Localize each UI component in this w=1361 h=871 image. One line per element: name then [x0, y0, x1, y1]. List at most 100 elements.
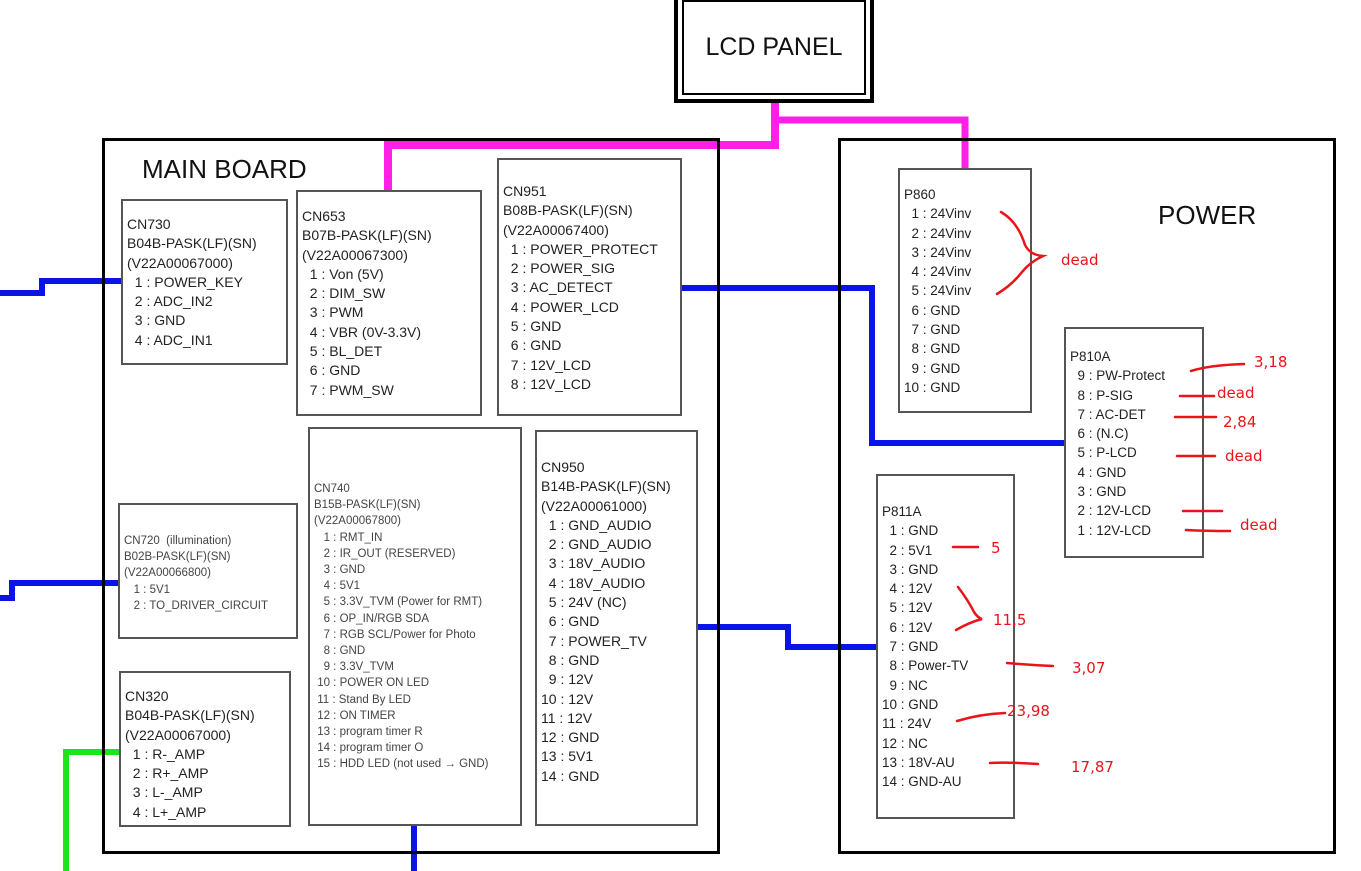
pin-row: 3 : AC_DETECT: [503, 279, 613, 296]
pin-row: 12 : GND: [541, 729, 600, 746]
connector-part-number: (V22A00067300): [302, 246, 408, 263]
pin-row: 1 : RMT_IN: [314, 531, 383, 544]
pin-row: 8 : GND: [904, 341, 961, 357]
pin-row: 14 : GND: [541, 767, 600, 784]
pin-row: 14 : GND-AU: [882, 774, 962, 790]
pin-row: 1 : GND_AUDIO: [541, 516, 652, 533]
stroke-18v-au: [988, 761, 1040, 766]
stroke-power-tv: [1005, 661, 1055, 668]
pin-row: 10 : GND: [882, 696, 939, 712]
note-p-sig: dead: [1217, 384, 1255, 402]
lcd-panel: LCD PANEL: [674, 0, 874, 103]
pin-row: 2 : POWER_SIG: [503, 260, 616, 277]
connector-part-number: (V22A00067000): [125, 726, 231, 743]
pin-row: 4 : 5V1: [314, 580, 361, 593]
pin-row: 13 : program timer R: [314, 726, 423, 739]
connector-part-number: (V22A00066800): [124, 567, 211, 580]
pin-row: 11 : Stand By LED: [314, 693, 411, 706]
pin-row: 7 : 12V_LCD: [503, 356, 591, 373]
pin-row: 4 : 18V_AUDIO: [541, 574, 646, 591]
pin-row: 1 : POWER_KEY: [127, 273, 243, 290]
connector-part-number: B08B-PASK(LF)(SN): [503, 202, 633, 219]
pin-row: 1 : Von (5V): [302, 265, 384, 282]
pin-row: 2 : R+_AMP: [125, 765, 209, 782]
pin-row: 1 : 12V-LCD: [1070, 522, 1152, 538]
connector-name: P810A: [1070, 349, 1111, 364]
note-p-lcd: dead: [1225, 447, 1263, 465]
pin-row: 7 : POWER_TV: [541, 632, 647, 649]
pin-row: 12 : ON TIMER: [314, 709, 396, 722]
pin-row: 5 : BL_DET: [302, 343, 383, 360]
note-12v: 11,5: [993, 611, 1027, 629]
pin-row: 6 : (N.C): [1070, 426, 1129, 442]
note-12v-lcd: dead: [1240, 516, 1278, 534]
pin-row: 4 : L+_AMP: [125, 803, 207, 820]
pin-row: 5 : 24Vinv: [904, 283, 972, 299]
connector-part-number: (V22A00067000): [127, 254, 233, 271]
connector-part-number: B04B-PASK(LF)(SN): [127, 235, 257, 252]
connector-cn720-text: CN720 (illumination)B02B-PASK(LF)(SN)(V2…: [124, 533, 268, 614]
pin-row: 4 : GND: [1070, 464, 1127, 480]
pin-row: 6 : GND: [541, 613, 600, 630]
pin-row: 3 : 24Vinv: [904, 244, 972, 260]
connector-name: CN720 (illumination): [124, 535, 232, 547]
connector-p860: P860 1 : 24Vinv 2 : 24Vinv 3 : 24Vinv 4 …: [898, 168, 1032, 413]
pin-row: 7 : GND: [904, 322, 961, 338]
pin-row: 3 : GND: [314, 564, 366, 577]
pin-row: 10 : GND: [904, 379, 961, 395]
connector-name: P811A: [882, 504, 922, 519]
pin-row: 4 : ADC_IN1: [127, 331, 213, 348]
pin-row: 9 : GND: [904, 360, 961, 376]
note-p860-inv: dead: [1061, 251, 1099, 269]
pin-row: 12 : NC: [882, 735, 928, 751]
pin-row: 8 : P-SIG: [1070, 387, 1134, 403]
pin-row: 6 : GND: [302, 362, 361, 379]
pin-row: 5 : GND: [503, 318, 562, 335]
pin-row: 13 : 18V-AU: [882, 754, 955, 770]
main-board-title: MAIN BOARD: [142, 154, 307, 184]
pin-row: 1 : GND: [882, 523, 939, 539]
wire-cn951-p810a: [682, 285, 1066, 446]
pin-row: 7 : RGB SCL/Power for Photo: [314, 628, 476, 641]
stroke-24v: [955, 711, 1007, 723]
pin-row: 7 : GND: [882, 639, 939, 655]
note-ac-det: 2,84: [1223, 413, 1257, 431]
pin-row: 4 : 12V: [882, 581, 933, 597]
pin-row: 6 : OP_IN/RGB SDA: [314, 612, 430, 625]
connector-part-number: (V22A00067800): [314, 515, 401, 528]
pin-row: 13 : 5V1: [541, 748, 594, 765]
note-24v: 23,98: [1007, 702, 1050, 720]
pin-row: 11 : 12V: [541, 709, 593, 726]
pin-row: 2 : 12V-LCD: [1070, 503, 1152, 519]
pin-row: 7 : PWM_SW: [302, 381, 394, 398]
pin-row: 5 : P-LCD: [1070, 445, 1137, 461]
pin-row: 3 : GND: [882, 561, 939, 577]
connector-p811a-text: P811A 1 : GND 2 : 5V1 3 : GND 4 : 12V 5 …: [882, 502, 968, 791]
connector-cn720: CN720 (illumination)B02B-PASK(LF)(SN)(V2…: [118, 503, 298, 639]
connector-name: CN320: [125, 688, 169, 704]
pin-row: 2 : DIM_SW: [302, 285, 386, 302]
wire-cn720: [0, 580, 120, 601]
pin-row: 9 : NC: [882, 677, 928, 693]
pin-row: 1 : R-_AMP: [125, 745, 206, 762]
power-board-title: POWER: [1158, 200, 1257, 230]
pin-row: 5 : 12V: [882, 600, 933, 616]
brace-p860: [995, 210, 1048, 296]
stroke-12v-lcd-1: [1184, 528, 1232, 533]
pin-row: 8 : 12V_LCD: [503, 375, 591, 392]
connector-p810a-text: P810A 9 : PW-Protect 8 : P-SIG 7 : AC-DE…: [1070, 347, 1165, 540]
pin-row: 6 : GND: [904, 302, 961, 318]
pin-row: 3 : L-_AMP: [125, 784, 203, 801]
connector-part-number: B07B-PASK(LF)(SN): [302, 227, 432, 244]
pin-row: 1 : 24Vinv: [904, 206, 972, 222]
note-18v-au: 17,87: [1071, 758, 1114, 776]
pin-row: 9 : 12V: [541, 671, 594, 688]
